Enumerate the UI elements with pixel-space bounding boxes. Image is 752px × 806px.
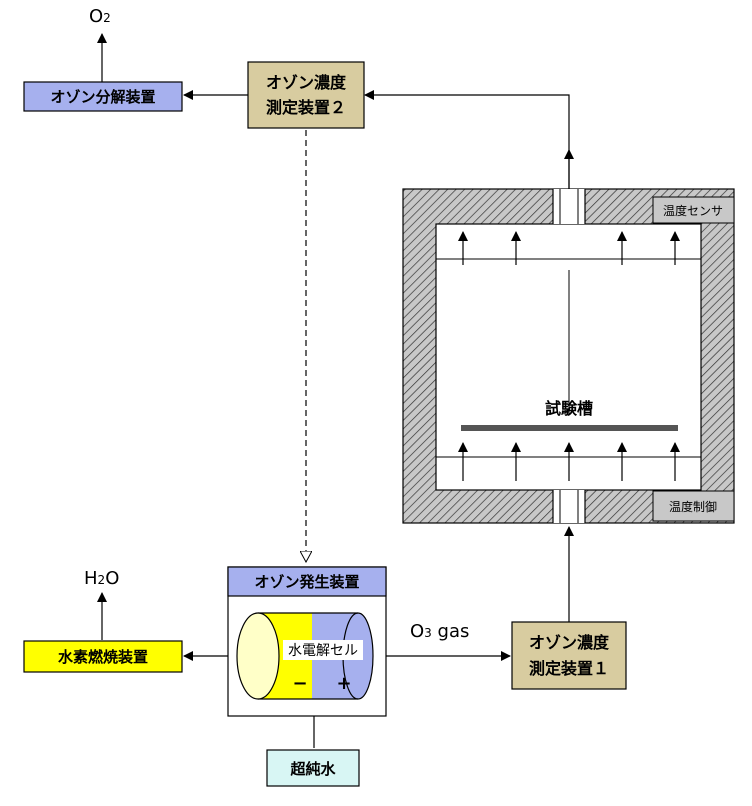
electrolysis-cell: 水電解セル − +	[236, 612, 374, 700]
temperature-control-tag	[652, 490, 735, 522]
tank-top-port	[553, 189, 585, 224]
ozone-meter-2-label-line1: オゾン濃度	[266, 73, 347, 92]
electrolysis-cell-label: 水電解セル	[288, 643, 358, 659]
cell-plus-sign: +	[336, 673, 351, 694]
o2-output-label: O2	[89, 6, 111, 27]
ozone-generator-header	[227, 566, 387, 597]
ozone-meter-1-box: オゾン濃度 測定装置１	[511, 621, 627, 690]
ozone-meter-1-label-line1: オゾン濃度	[529, 633, 610, 652]
tank-upper-flow-arrows	[458, 231, 680, 265]
ozone-generator-label: オゾン発生装置	[254, 573, 359, 591]
hydrogen-combustion-label: 水素燃焼装置	[58, 648, 148, 666]
o3-gas-label: O3 gas	[410, 621, 469, 642]
sample-plate	[461, 425, 678, 431]
ozone-meter-2-box: オゾン濃度 測定装置２	[247, 61, 365, 129]
tank-lower-flow-arrows	[458, 442, 680, 481]
h2o-output-label: H2O	[84, 568, 119, 589]
ozone-decomposer-box: オゾン分解装置	[23, 81, 183, 112]
temperature-control-label: 温度制御	[669, 499, 717, 514]
connectors	[97, 33, 574, 748]
tank-to-meter2-arrow	[364, 90, 570, 189]
ozone-decomposer-label: オゾン分解装置	[50, 88, 155, 106]
tank-bottom-port	[553, 490, 585, 523]
cell-end-cap	[236, 612, 280, 700]
ozone-generator: オゾン発生装置 水電解セル − +	[227, 566, 387, 717]
temperature-sensor-tag	[652, 196, 735, 224]
ozone-meter-2-label-line2: 測定装置２	[266, 98, 346, 117]
ozone-meter-1-label-line2: 測定装置１	[529, 659, 609, 678]
hydrogen-combustion-box: 水素燃焼装置	[23, 640, 183, 673]
ultrapure-water-box: 超純水	[266, 749, 360, 787]
cell-label-background	[283, 640, 363, 660]
test-tank-label: 試験槽	[545, 399, 593, 418]
cell-minus-sign: −	[292, 673, 307, 694]
test-tank: 温度センサ 温度制御 試験槽	[402, 188, 735, 524]
temperature-sensor-label: 温度センサ	[663, 203, 723, 218]
ultrapure-water-label: 超純水	[289, 760, 336, 778]
